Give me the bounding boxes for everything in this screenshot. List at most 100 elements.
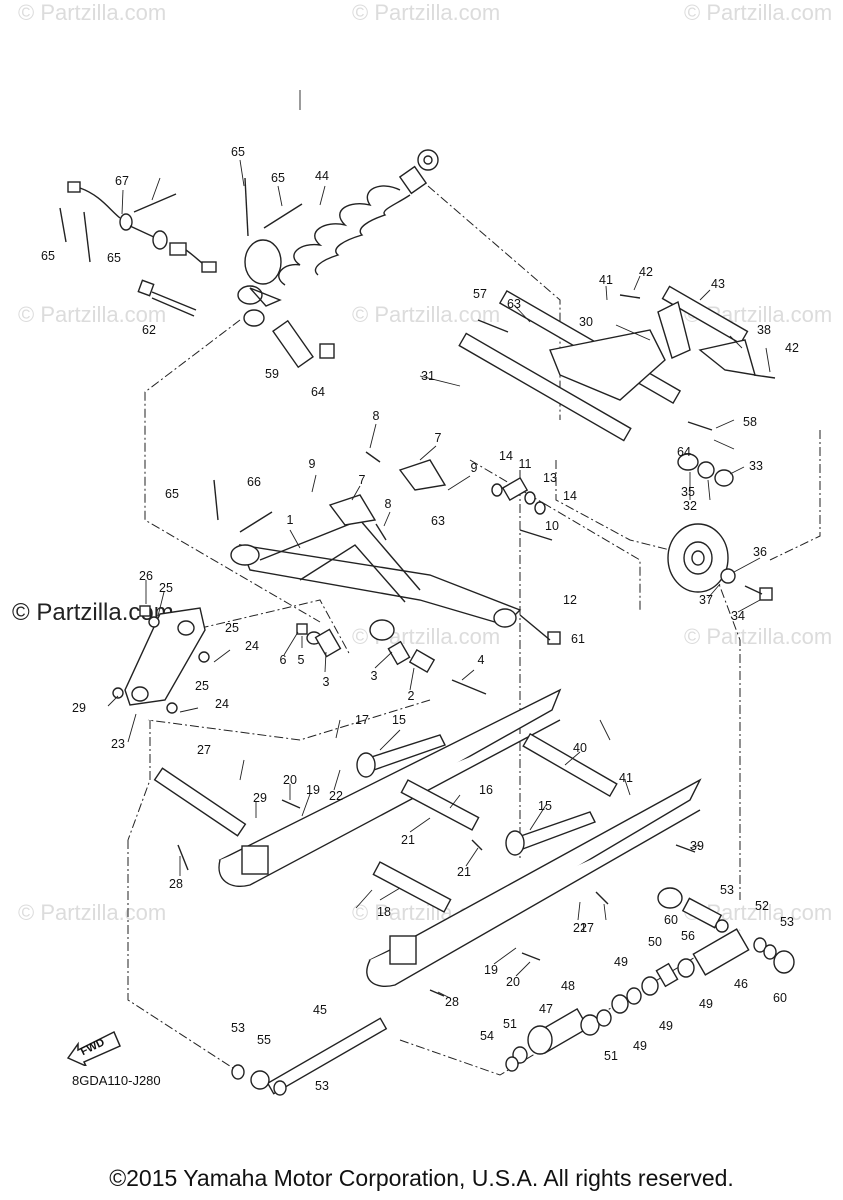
callout-label: 25 [225, 621, 239, 635]
callout-label: 14 [563, 489, 577, 503]
callout-label: 58 [743, 415, 757, 429]
callout-label: 21 [457, 865, 471, 879]
callout-label: 49 [659, 1019, 673, 1033]
watermark: © Partzilla.com [352, 0, 501, 25]
callout-label: 60 [773, 991, 787, 1005]
callout-label: 18 [377, 905, 391, 919]
callout-label: 53 [720, 883, 734, 897]
callout-label: 59 [265, 367, 279, 381]
callout-label: 37 [699, 593, 713, 607]
callout-label: 34 [731, 609, 745, 623]
callout-label: 57 [473, 287, 487, 301]
callout-label: 3 [371, 669, 378, 683]
link-plate [112, 605, 210, 714]
watermark: © Partzilla.com [684, 624, 833, 649]
copyright-notice: ©2015 Yamaha Motor Corporation, U.S.A. A… [109, 1165, 734, 1191]
callout-label: 40 [573, 741, 587, 755]
callout-label: 19 [306, 783, 320, 797]
callout-label: 2 [408, 689, 415, 703]
callout-label: 32 [683, 499, 697, 513]
watermark: © Partzilla.com [18, 302, 167, 327]
watermark: © Partzilla.com [18, 0, 167, 25]
callout-label: 9 [471, 461, 478, 475]
callout-label: 44 [315, 169, 329, 183]
callout-label: 67 [115, 174, 129, 188]
cross-shafts [153, 732, 618, 1095]
callout-label: 19 [484, 963, 498, 977]
callout-label: 68 [0, 0, 7, 3]
callout-label: 60 [664, 913, 678, 927]
callout-label: 11 [519, 457, 532, 471]
callout-label: 16 [479, 783, 493, 797]
callout-label: 41 [619, 771, 633, 785]
callout-label: 42 [639, 265, 653, 279]
idler-wheel-assembly [667, 453, 773, 601]
callout-label: 22 [329, 789, 343, 803]
callout-label: 5 [298, 653, 305, 667]
callout-label: 61 [571, 632, 585, 646]
watermark: © Partzilla.com [18, 900, 167, 925]
callout-label: 26 [139, 569, 153, 583]
callout-label: 65 [41, 249, 55, 263]
callout-label: 13 [543, 471, 557, 485]
callout-label: 28 [169, 877, 183, 891]
callout-label: 49 [633, 1039, 647, 1053]
callout-label: 39 [690, 839, 704, 853]
callout-label: 50 [648, 935, 662, 949]
upper-mount-hardware [137, 279, 335, 369]
callout-label: 6 [280, 653, 287, 667]
callout-label: 14 [499, 449, 513, 463]
callout-label: 65 [231, 145, 245, 159]
upper-arm-assembly [458, 285, 756, 442]
callout-label: 28 [445, 995, 459, 1009]
callout-label: 3 [323, 675, 330, 689]
callout-label: 4 [478, 653, 485, 667]
slide-rails [218, 688, 702, 987]
callout-label: 24 [245, 639, 259, 653]
torsion-springs [356, 734, 596, 856]
callout-label: 8 [373, 409, 380, 423]
diagram-code: 8GDA110-J280 [72, 1073, 161, 1088]
callout-label: 29 [253, 791, 267, 805]
callout-label: 17 [355, 713, 369, 727]
callout-label: 65 [271, 171, 285, 185]
callout-label: 29 [72, 701, 86, 715]
callout-label: 30 [579, 315, 593, 329]
fwd-arrow-icon: FWD [66, 1030, 121, 1068]
callout-label: 53 [231, 1021, 245, 1035]
callout-label: 55 [257, 1033, 271, 1047]
callout-label: 53 [780, 915, 794, 929]
leader-lines [107, 90, 771, 999]
callout-label: 24 [215, 697, 229, 711]
callout-label: 49 [614, 955, 628, 969]
sensor-cable [59, 177, 303, 273]
callout-label: 38 [757, 323, 771, 337]
callout-label: 54 [480, 1029, 494, 1043]
callout-label: 62 [142, 323, 156, 337]
callout-label: 12 [563, 593, 577, 607]
callout-label: 35 [681, 485, 695, 499]
callout-label: 25 [159, 581, 173, 595]
callout-label: 25 [195, 679, 209, 693]
callout-label: 23 [111, 737, 125, 751]
callout-label: 63 [431, 514, 445, 528]
callout-label: 15 [538, 799, 552, 813]
callout-label: 63 [507, 297, 521, 311]
bolts [177, 294, 776, 997]
front-arm-hardware [296, 476, 561, 695]
rear-axle-stack [231, 887, 795, 1096]
callout-label: 51 [604, 1049, 618, 1063]
callout-label: 20 [283, 773, 297, 787]
callout-label: 10 [545, 519, 559, 533]
forward-direction-arrow: FWD [64, 1030, 124, 1071]
callout-label: 31 [421, 369, 435, 383]
callout-label: 51 [503, 1017, 517, 1031]
callout-label: 7 [435, 431, 442, 445]
watermark: © Partzilla.com [352, 302, 501, 327]
callout-label: 36 [753, 545, 767, 559]
callout-label: 52 [755, 899, 769, 913]
callout-label: 49 [699, 997, 713, 1011]
callout-label: 21 [401, 833, 415, 847]
